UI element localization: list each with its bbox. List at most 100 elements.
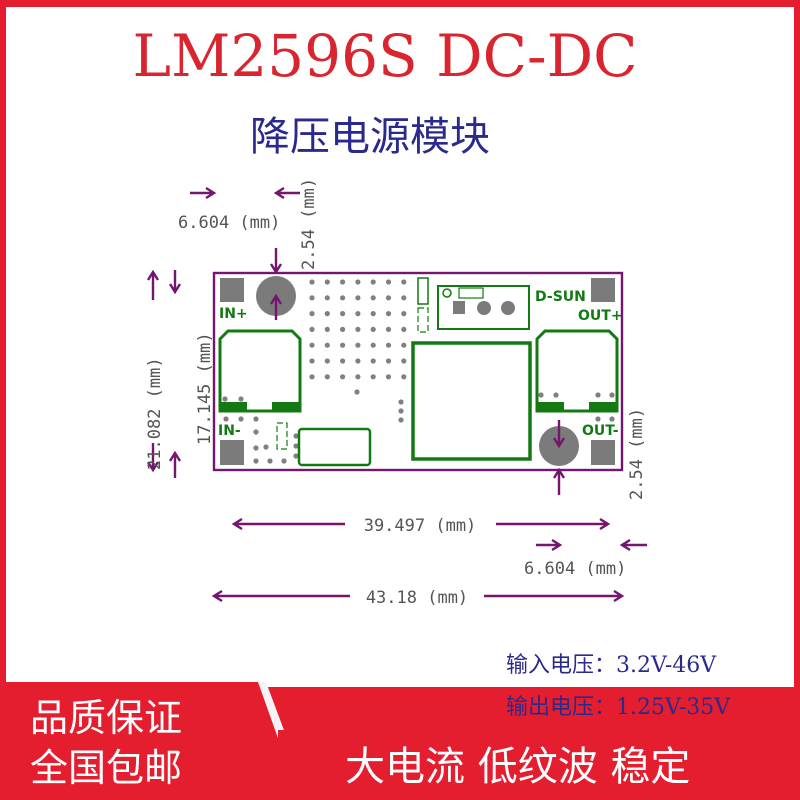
via-dot — [401, 342, 407, 348]
via-dot — [340, 326, 346, 332]
arrow-icon — [552, 420, 566, 449]
banner-right — [278, 730, 800, 800]
via-dot — [538, 392, 544, 398]
via-dot — [340, 311, 346, 317]
via-dot — [595, 392, 601, 398]
pot-pin — [501, 301, 515, 315]
via-dot — [293, 443, 299, 449]
via-dot — [263, 444, 269, 450]
dim-top-pitch: 6.604 (mm) — [178, 213, 280, 233]
via-dot — [385, 342, 392, 348]
via-dot — [309, 342, 315, 348]
via-dot — [370, 374, 376, 380]
page-subtitle: 降压电源模块 — [250, 114, 490, 160]
via-dot — [355, 326, 361, 332]
via-dot — [401, 358, 407, 364]
pad-out-minus — [591, 440, 615, 465]
via-dot — [253, 416, 259, 422]
arrow-icon — [231, 517, 345, 531]
via-dot — [238, 396, 244, 402]
resistor — [276, 422, 288, 450]
pad-in-plus — [220, 278, 244, 302]
via-dot — [385, 374, 392, 380]
resistor — [417, 307, 429, 333]
banner-shipping: 全国包邮 — [30, 746, 182, 790]
via-dot — [309, 311, 315, 317]
via-dot — [370, 342, 376, 348]
via-dot — [401, 295, 407, 301]
dimension-annotations: 6.604 (mm) 2.54 (mm) 21.082 (mm) 17.145 … — [145, 178, 647, 608]
via-dot — [340, 374, 346, 380]
via-dot — [355, 311, 361, 317]
arrow-icon — [619, 538, 647, 552]
via-dot — [238, 416, 244, 422]
via-dot — [309, 279, 315, 285]
via-dot — [324, 374, 330, 380]
via-dot — [340, 342, 346, 348]
via-dot — [385, 358, 392, 364]
dim-hole-offset-top: 2.54 (mm) — [299, 178, 319, 270]
page-title: LM2596S DC-DC — [132, 22, 637, 90]
via-grid — [222, 279, 615, 464]
via-dot — [398, 399, 404, 405]
via-dot — [370, 358, 376, 364]
arrow-icon — [536, 538, 563, 552]
via-dot — [370, 295, 376, 301]
via-dot — [340, 279, 346, 285]
label-in-plus: IN+ — [219, 306, 248, 322]
arrow-icon — [273, 186, 300, 200]
via-dot — [281, 458, 287, 464]
via-dot — [309, 326, 315, 332]
via-dot — [309, 358, 315, 364]
pot-pin — [453, 301, 465, 314]
via-dot — [293, 433, 299, 439]
via-dot — [355, 295, 361, 301]
via-dot — [324, 342, 330, 348]
via-dot — [370, 279, 376, 285]
pot-marker — [442, 288, 452, 298]
via-dot — [401, 374, 407, 380]
label-out-plus: OUT+ — [578, 308, 623, 324]
pad-in-minus — [220, 440, 244, 465]
arrow-icon — [168, 270, 182, 295]
via-dot — [324, 358, 330, 364]
spec-input-voltage: 输入电压：3.2V-46V — [506, 653, 717, 678]
arrow-icon — [496, 517, 611, 531]
via-dot — [595, 416, 601, 422]
via-dot — [267, 458, 273, 464]
pot-label-box — [458, 287, 484, 299]
arrow-icon — [168, 450, 182, 478]
via-dot — [553, 392, 559, 398]
via-dot — [223, 416, 229, 422]
arrow-icon — [146, 443, 160, 473]
output-capacitor-pad — [537, 402, 564, 411]
via-dot — [293, 453, 299, 459]
via-dot — [222, 396, 228, 402]
banner-quality: 品质保证 — [30, 696, 182, 740]
output-capacitor-pad — [589, 402, 617, 411]
arrow-icon — [269, 248, 283, 275]
via-dot — [355, 279, 361, 285]
arrow-icon — [211, 589, 350, 603]
via-dot — [340, 295, 346, 301]
via-dot — [385, 295, 392, 301]
via-dot — [609, 392, 615, 398]
brand-label: D-SUN — [535, 289, 586, 305]
via-dot — [324, 295, 330, 301]
via-dot — [609, 416, 615, 422]
via-dot — [370, 311, 376, 317]
pcb-board: IN+ IN- OUT+ OUT- D-SUN — [212, 271, 624, 472]
dim-hole-offset-bottom: 2.54 (mm) — [627, 408, 647, 500]
via-dot — [398, 417, 404, 423]
via-dot — [385, 279, 392, 285]
via-dot — [324, 311, 330, 317]
dim-bottom-pitch: 6.604 (mm) — [524, 559, 626, 579]
spec-output-voltage: 输出电压：1.25V-35V — [506, 695, 731, 720]
via-dot — [324, 326, 330, 332]
via-dot — [398, 408, 404, 414]
dim-height-outer: 21.082 (mm) — [145, 357, 165, 470]
potentiometer — [437, 285, 530, 330]
via-dot — [355, 358, 361, 364]
arrow-icon — [269, 293, 283, 320]
